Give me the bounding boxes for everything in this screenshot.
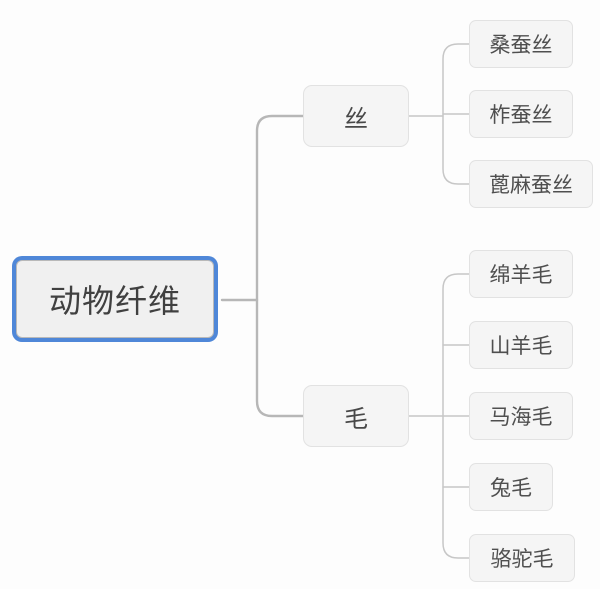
leaf-node-castor-silk[interactable]: 蓖麻蚕丝 <box>469 160 593 208</box>
leaf-node-tussah-silk[interactable]: 柞蚕丝 <box>469 90 573 138</box>
branch-node-silk[interactable]: 丝 <box>303 85 409 147</box>
leaf-node-camel-hair[interactable]: 骆驼毛 <box>469 534 575 582</box>
branch-node-wool[interactable]: 毛 <box>303 385 409 447</box>
leaf-node-rabbit-hair[interactable]: 兔毛 <box>469 463 553 511</box>
leaf-node-goat-wool[interactable]: 山羊毛 <box>469 321 573 369</box>
leaf-node-mohair[interactable]: 马海毛 <box>469 392 573 440</box>
leaf-node-sheep-wool[interactable]: 绵羊毛 <box>469 250 573 298</box>
leaf-node-mulberry-silk[interactable]: 桑蚕丝 <box>469 20 573 68</box>
silk-connectors <box>408 43 470 185</box>
wool-connectors <box>408 273 470 559</box>
root-connector <box>220 114 305 418</box>
root-node-animal-fiber[interactable]: 动物纤维 <box>16 260 214 338</box>
